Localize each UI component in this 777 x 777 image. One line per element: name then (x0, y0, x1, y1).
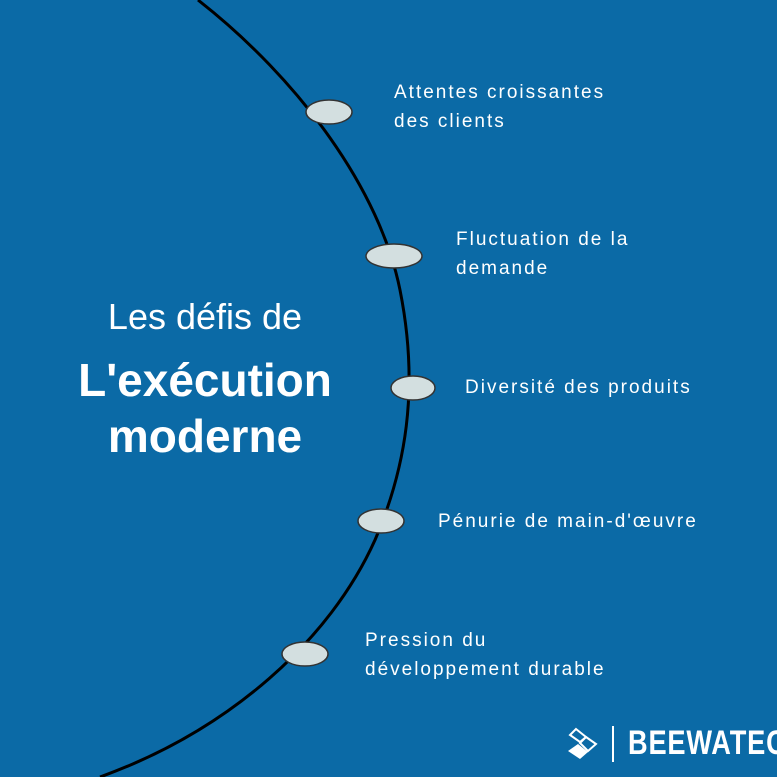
challenge-item: Fluctuation de la demande (456, 225, 629, 283)
challenge-item: Diversité des produits (465, 373, 692, 402)
item-text: développement durable (365, 659, 606, 680)
marker-dot (365, 243, 423, 269)
logo-wordmark: BEEWATEC (628, 724, 777, 762)
item-text: des clients (394, 111, 506, 132)
challenge-item: Pression du développement durable (365, 626, 606, 684)
title-line-2: L'exécution moderne (40, 352, 370, 464)
logo-mark-icon (568, 727, 598, 759)
challenge-item: Attentes croissantes des clients (394, 78, 605, 136)
title-bold-1: L'exécution (78, 354, 332, 406)
item-text: Fluctuation de la (456, 229, 630, 250)
marker-dot (281, 641, 329, 667)
item-text: Pression du (365, 630, 488, 651)
item-text: Pénurie de main-d'œuvre (438, 511, 698, 532)
item-text: demande (456, 258, 550, 279)
marker-dot (390, 375, 436, 401)
logo-divider (612, 725, 614, 762)
beewatec-logo: BEEWATEC (566, 724, 777, 763)
item-text: Diversité des produits (465, 377, 692, 398)
timeline-arc (99, 0, 411, 777)
item-text: Attentes croissantes (394, 82, 606, 103)
title-bold-2: moderne (107, 410, 303, 462)
marker-dot (305, 99, 353, 125)
title-line-1: Les défis de (107, 296, 303, 337)
challenge-item: Pénurie de main-d'œuvre (438, 507, 698, 536)
marker-dot (357, 508, 405, 534)
